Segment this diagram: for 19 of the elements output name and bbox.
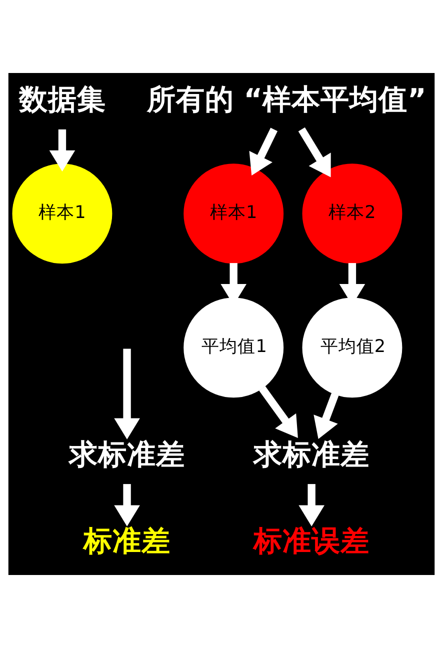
arrow bbox=[298, 484, 324, 526]
arrow bbox=[114, 484, 140, 526]
node-text: 求标准差 bbox=[68, 436, 185, 470]
node-circle: 样本2 bbox=[302, 163, 402, 264]
node-circle: 样本1 bbox=[184, 163, 284, 264]
arrow bbox=[114, 348, 140, 439]
arrow bbox=[298, 126, 331, 177]
arrow bbox=[49, 128, 76, 171]
node-circle: 平均值2 bbox=[302, 297, 402, 398]
node-text: 标准误差 bbox=[253, 523, 370, 558]
arrow bbox=[259, 386, 298, 438]
node-circle: 平均值1 bbox=[184, 297, 284, 398]
node-circle: 样本1 bbox=[12, 163, 112, 264]
node-text: 数据集 bbox=[18, 82, 106, 116]
node-text: 求标准差 bbox=[253, 436, 370, 470]
node-text: 所有的 “样本平均值” bbox=[146, 82, 426, 116]
arrow bbox=[249, 127, 278, 175]
node-text: 标准差 bbox=[84, 523, 171, 558]
arrow bbox=[314, 392, 339, 438]
